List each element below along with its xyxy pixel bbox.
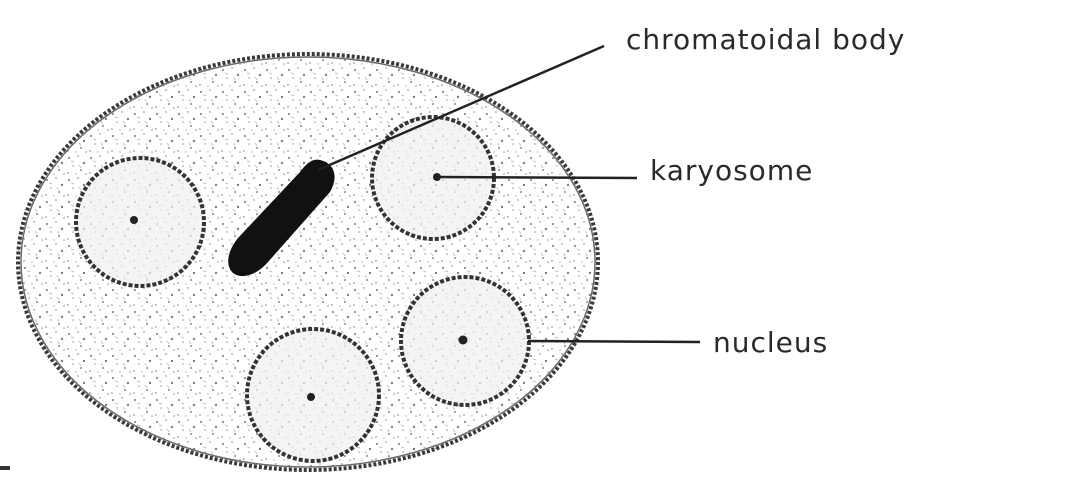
karyosome-dot	[307, 393, 315, 401]
karyosome-dot	[433, 173, 441, 181]
nucleus-upper-left	[76, 158, 204, 286]
karyosome-label: karyosome	[650, 157, 813, 185]
nucleus-leader-line	[528, 341, 700, 342]
nucleus-label: nucleus	[713, 329, 828, 357]
nucleus-lower-right	[401, 277, 529, 405]
chromatoidal-body-label: chromatoidal body	[626, 26, 905, 54]
corner-mark	[0, 466, 10, 470]
nucleus-bottom	[247, 329, 379, 461]
karyosome-leader-line	[440, 177, 637, 178]
karyosome-dot	[459, 336, 468, 345]
karyosome-dot	[130, 216, 138, 224]
